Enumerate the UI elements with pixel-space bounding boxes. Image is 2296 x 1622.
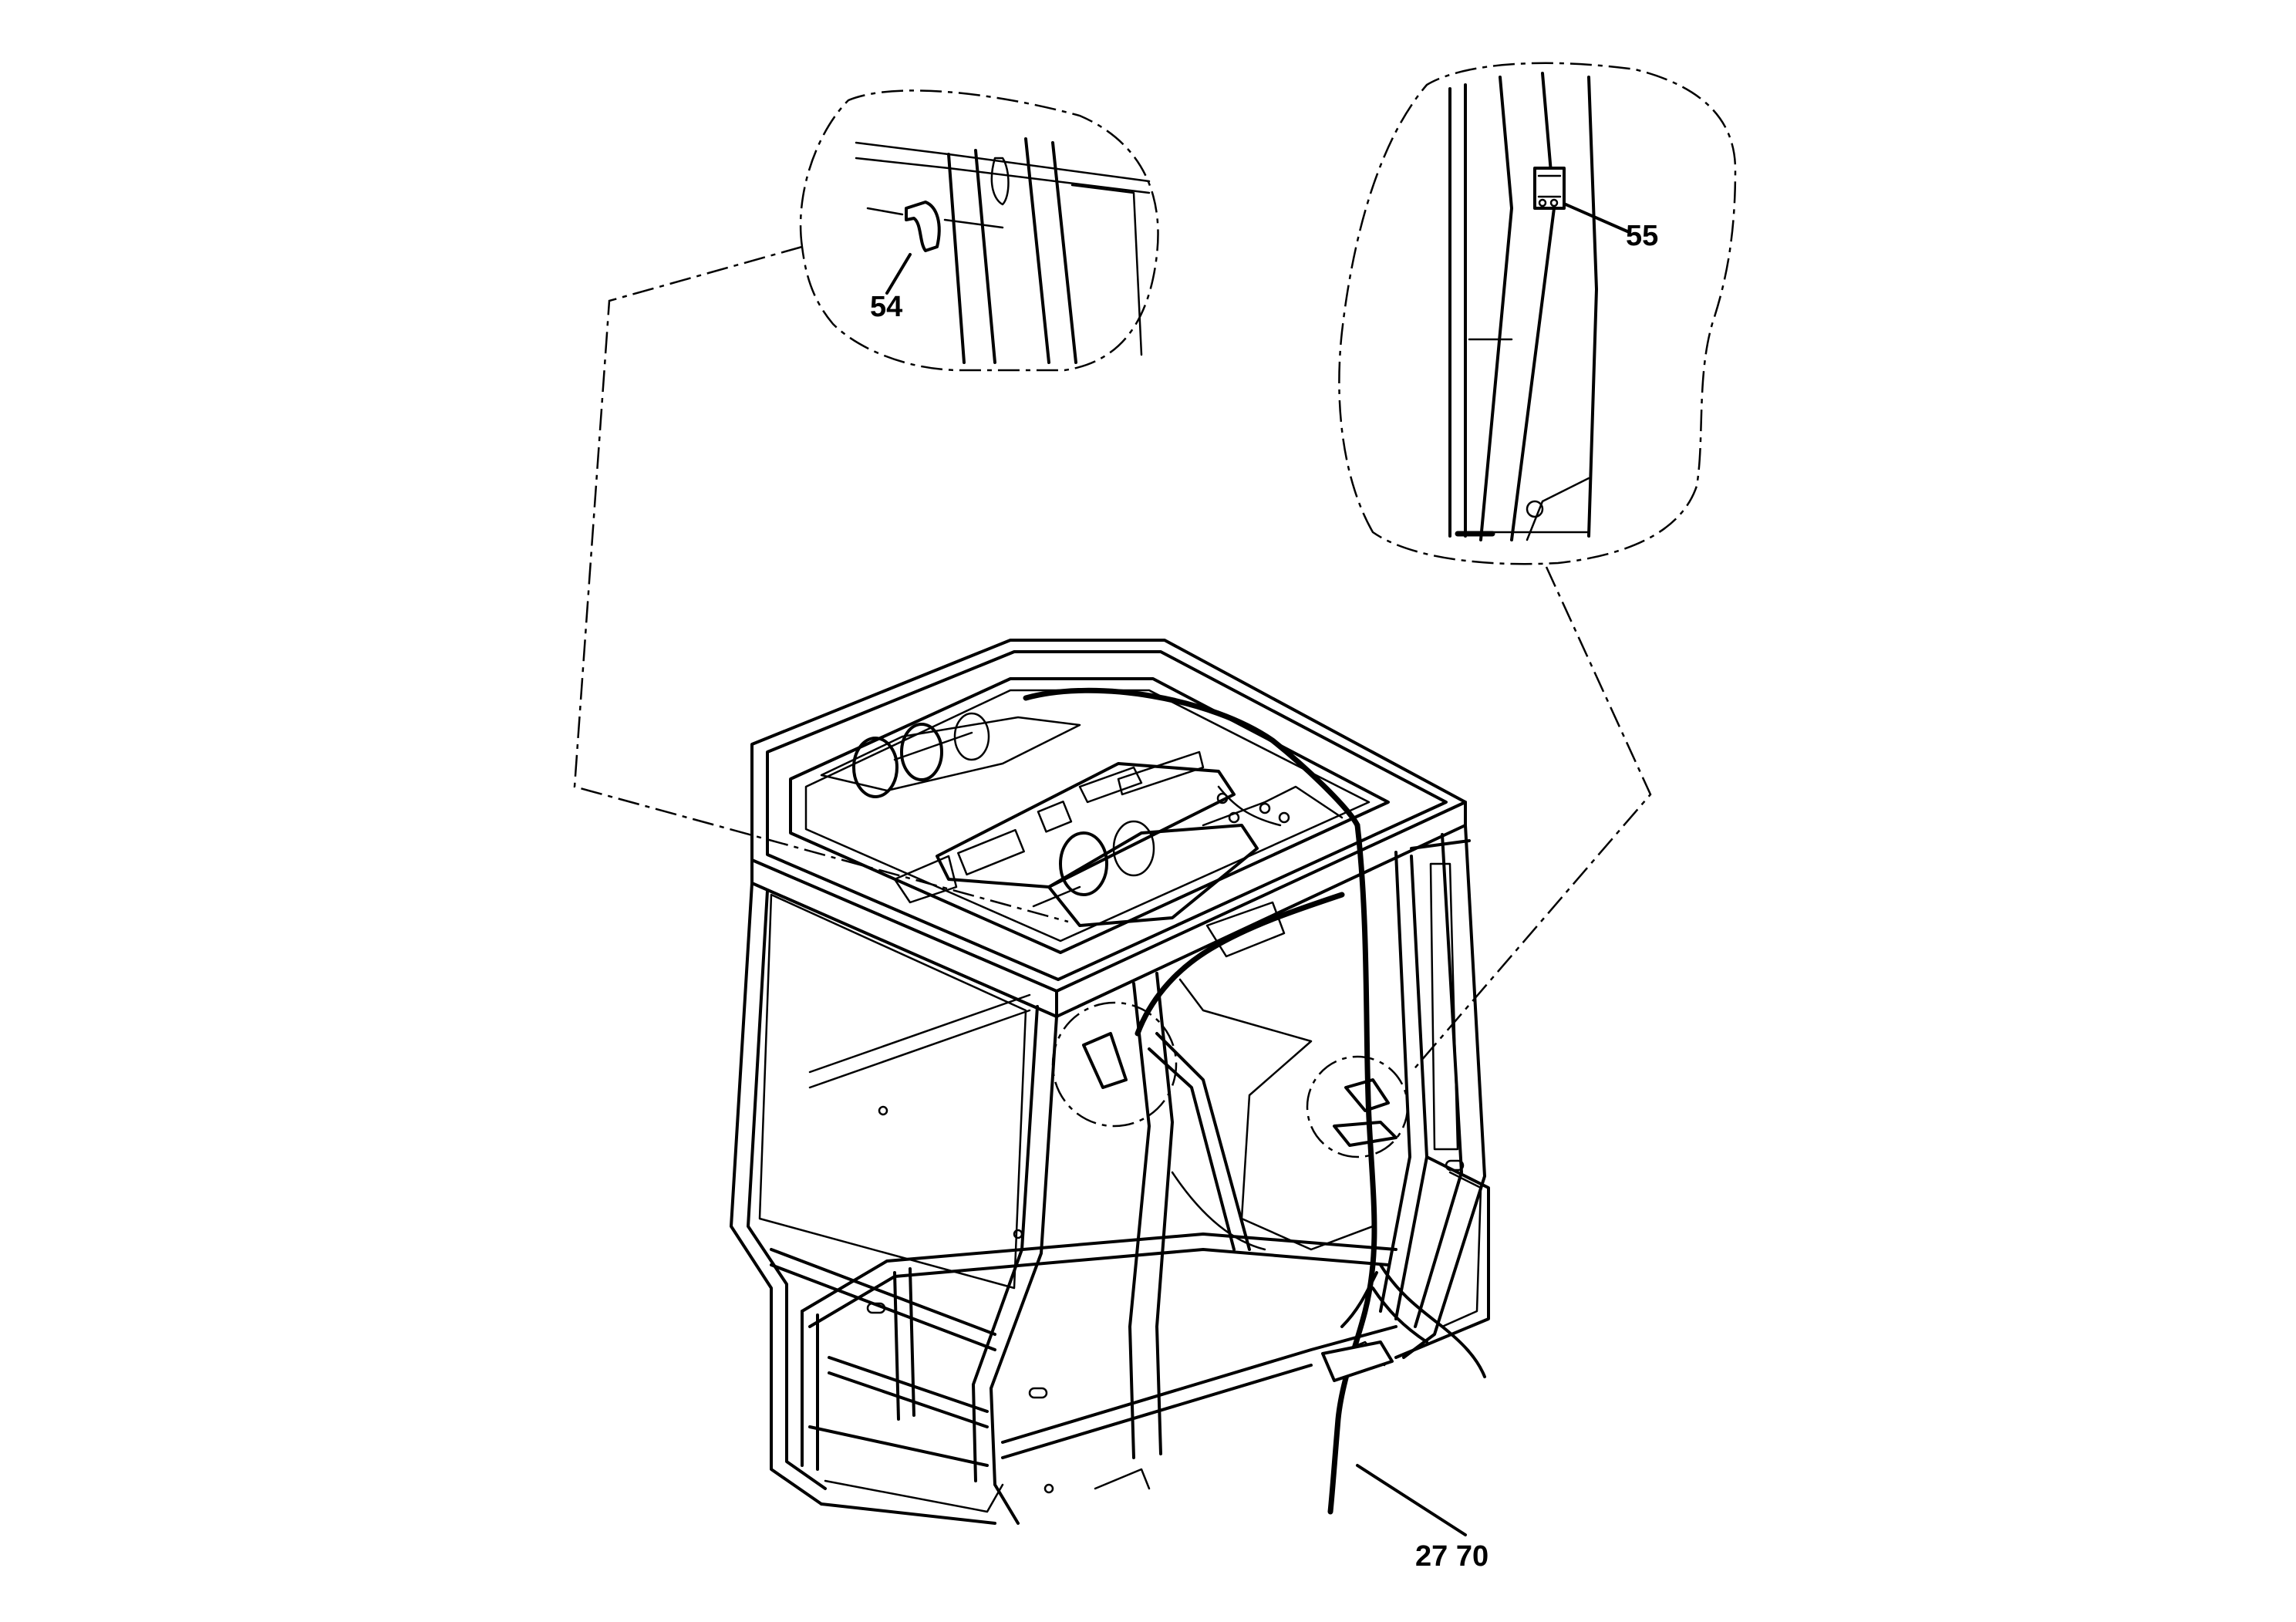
detail-view-54: 54: [799, 89, 1159, 372]
leader-54: [573, 245, 1069, 923]
bracket-54: [905, 201, 941, 252]
leader-55: [1411, 566, 1652, 1073]
cab-frame: [730, 639, 1490, 1525]
callout-54: 54: [870, 291, 902, 323]
detail-55-outline: [1338, 62, 1737, 565]
callout-55: 55: [1626, 220, 1658, 252]
detail-view-55: 55: [1338, 62, 1737, 565]
callout-27-70: 27 70: [1415, 1540, 1489, 1573]
detail-54-outline: [799, 89, 1159, 372]
wiring-harness: [1327, 822, 1377, 1515]
leader-2770: [1356, 1464, 1467, 1536]
